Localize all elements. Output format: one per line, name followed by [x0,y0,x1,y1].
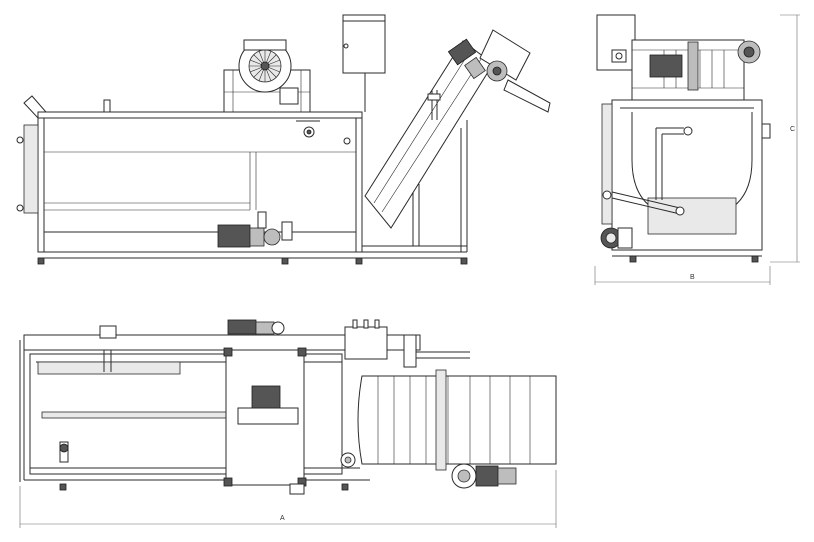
top-conveyor [357,369,557,471]
pump-assembly [217,211,293,248]
top-view: A [19,319,557,528]
left-valve-top [16,136,24,144]
conveyor-head [479,29,531,81]
end-pipe [601,103,613,225]
discharge-chute [503,79,551,113]
foot [37,257,45,265]
foot [281,257,289,265]
dim-label-a: A [280,515,285,522]
conveyor-motor [447,38,508,82]
end-view: B C [594,14,800,285]
top-pump [227,319,285,335]
foot [460,257,468,265]
dim-label-c: C [790,126,795,133]
side-view [16,14,551,265]
control-box [342,14,386,74]
top-conveyor-motor [451,463,517,489]
left-valve-bottom [16,204,24,212]
port-icon [343,137,351,145]
side-pipe [23,124,39,214]
top-control-box [344,326,388,360]
top-fitting [103,99,111,113]
dim-label-b: B [690,274,695,281]
top-blower-motor [251,385,281,409]
end-motor [649,54,683,78]
foot [355,257,363,265]
